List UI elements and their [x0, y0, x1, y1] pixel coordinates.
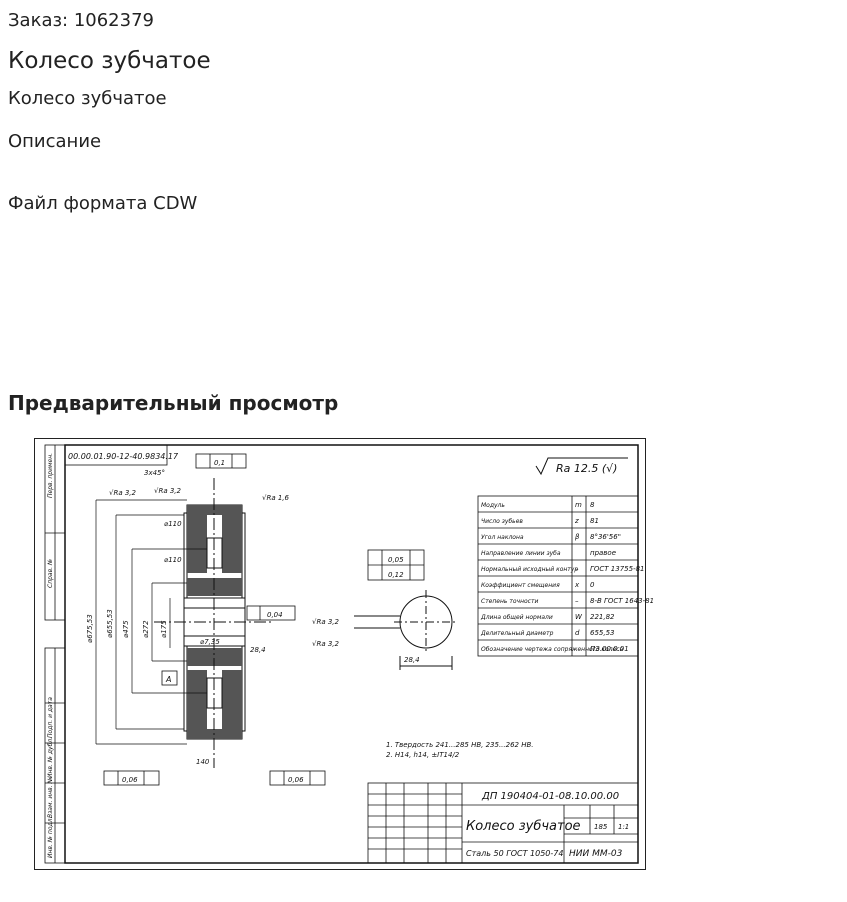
svg-text:⌀110: ⌀110 [164, 556, 182, 564]
note-1: 1. Твердость 241...285 НВ, 235...262 НВ. [386, 741, 534, 749]
svg-text:√Ra 3,2: √Ra 3,2 [109, 489, 137, 497]
dim-d5: ⌀175 [160, 620, 168, 638]
svg-text:0,12: 0,12 [388, 571, 404, 579]
dim-d4: ⌀272 [142, 620, 150, 638]
dim-key: 28,4 [250, 646, 266, 654]
scale: 1:1 [618, 823, 629, 831]
file-format-text: Файл формата CDW [8, 193, 198, 214]
param-cell: 221,82 [590, 613, 615, 621]
svg-text:Подп. и дата: Подп. и дата [47, 697, 54, 738]
material: Сталь 50 ГОСТ 1050-74 [466, 849, 563, 858]
tol-3: 0,04 [267, 611, 283, 619]
part-name: Колесо зубчатое [466, 819, 581, 834]
dim-width: 140 [196, 758, 210, 766]
svg-text:Взам. инв. №: Взам. инв. № [47, 777, 54, 818]
param-cell: x [574, 581, 580, 589]
param-cell: Длина общей нормали [480, 614, 553, 621]
tol-1: 0,1 [214, 459, 225, 467]
preview-heading: Предварительный просмотр [8, 391, 339, 415]
organization: НИИ ММ-03 [569, 849, 623, 859]
param-cell: β [575, 533, 580, 541]
technical-drawing: Перв. примен. Справ. № Подп. и дата Инв.… [34, 438, 654, 870]
param-cell: Степень точности [481, 598, 538, 605]
param-cell: 655,53 [590, 629, 615, 637]
svg-text:3x45°: 3x45° [144, 469, 165, 477]
param-cell: m [575, 501, 582, 509]
param-cell: Угол наклона [481, 534, 524, 541]
left-margin-strip [44, 444, 66, 864]
param-cell: 8°36'56" [590, 533, 621, 541]
param-cell: 0 [590, 581, 595, 589]
param-cell: z [574, 517, 579, 525]
param-cell: ГОСТ 13755-81 [590, 565, 645, 573]
order-number: Заказ: 1062379 [8, 10, 154, 31]
gear-section [154, 478, 274, 768]
param-cell: Нормальный исходный контур [481, 566, 578, 573]
svg-text:Инв. № подл.: Инв. № подл. [47, 817, 54, 858]
svg-text:⌀7,35: ⌀7,35 [200, 638, 220, 646]
param-cell: – [575, 565, 579, 573]
param-cell: 8-В ГОСТ 1643-81 [590, 597, 654, 605]
designation: ДП 190404-01-08.10.00.00 [481, 791, 619, 802]
param-cell: Направление линии зуба [481, 550, 561, 557]
drawing-preview[interactable]: Перв. примен. Справ. № Подп. и дата Инв.… [34, 438, 654, 870]
note-2: 2. H14, h14, ±IT14/2 [386, 751, 460, 759]
param-cell: d [575, 629, 580, 637]
param-cell: Число зубьев [481, 518, 523, 525]
param-cell: – [575, 597, 579, 605]
svg-text:Справ. №: Справ. № [47, 559, 54, 588]
param-cell: правое [590, 549, 616, 557]
dim-d3: ⌀475 [122, 620, 130, 638]
param-cell: W [575, 613, 583, 621]
svg-text:√Ra 3,2: √Ra 3,2 [312, 640, 340, 648]
param-cell: ПЗ.00.0.01 [590, 645, 629, 653]
svg-text:√Ra 1,6: √Ra 1,6 [262, 494, 290, 502]
doc-code-rotated: 00.00.01.90-12-40.9834.17 [68, 452, 179, 461]
dim-d1: ⌀675,53 [86, 614, 94, 643]
param-cell: Модуль [481, 502, 505, 509]
svg-text:⌀110: ⌀110 [164, 520, 182, 528]
param-cell: Обозначение чертежа сопряженного колеса [481, 646, 624, 653]
dim-d2: ⌀655,53 [106, 609, 114, 638]
title-block [367, 782, 639, 864]
param-cell: 81 [590, 517, 599, 525]
param-cell: Коэффициент смещения [481, 582, 560, 589]
svg-text:0,06: 0,06 [288, 776, 304, 784]
svg-text:√Ra 3,2: √Ra 3,2 [154, 487, 182, 495]
svg-text:√Ra 3,2: √Ra 3,2 [312, 618, 340, 626]
param-cell: Делительный диаметр [480, 630, 554, 637]
svg-text:Инв. № дубл.: Инв. № дубл. [47, 737, 54, 778]
svg-text:А: А [165, 675, 171, 684]
param-cell: 8 [590, 501, 595, 509]
svg-text:28,4: 28,4 [404, 656, 420, 664]
svg-text:Перв. примен.: Перв. примен. [47, 453, 54, 498]
page-title: Колесо зубчатое [8, 48, 211, 74]
mass: 185 [594, 823, 608, 831]
tol-2: 0,05 [388, 556, 404, 564]
description-heading: Описание [8, 131, 102, 152]
product-subtitle: Колесо зубчатое [8, 88, 167, 109]
svg-text:0,06: 0,06 [122, 776, 138, 784]
roughness-mark: Ra 12.5 (√) [556, 462, 617, 475]
